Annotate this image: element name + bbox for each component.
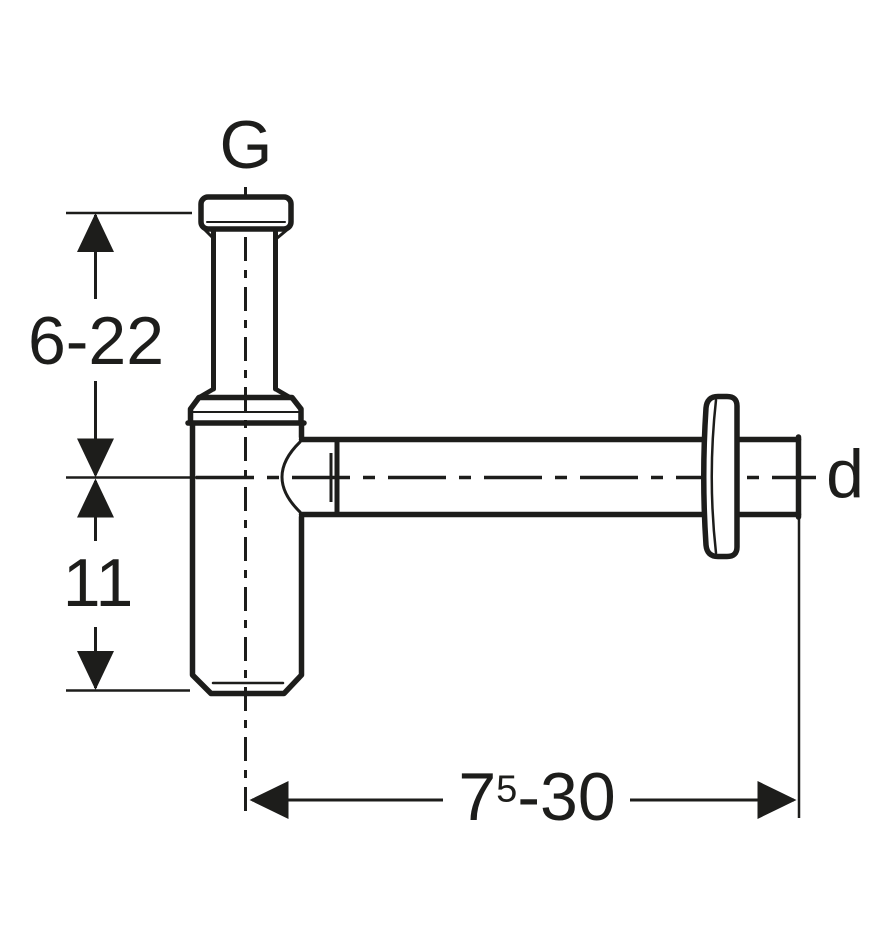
dimension-arrows xyxy=(77,213,797,819)
arrow-down-bottom xyxy=(77,651,114,690)
arrow-down-to-centerline xyxy=(77,438,114,478)
body-nut xyxy=(185,394,307,426)
dim-inlet-height-label: 6-22 xyxy=(27,303,165,379)
rosette-inner-contour xyxy=(710,398,718,555)
outlet-diameter-label: d xyxy=(826,436,864,512)
cap-outline xyxy=(198,194,294,232)
dim-outlet-length-rest: -30 xyxy=(517,759,616,835)
dim-body-depth-label: 11 xyxy=(62,545,134,621)
trap-cup xyxy=(189,420,305,697)
arrow-up-top xyxy=(77,213,114,252)
wall-rosette xyxy=(701,393,740,560)
dim-outlet-length-base: 7 xyxy=(458,759,497,835)
arrow-right xyxy=(757,781,797,819)
junction-arc xyxy=(280,440,302,514)
nut-outline xyxy=(187,394,304,426)
cup-left-bottom-outline xyxy=(189,420,305,697)
arrow-up-from-centerline xyxy=(77,478,114,518)
inlet-thread-label: G xyxy=(219,107,273,183)
dim-outlet-length-label: 75-30 xyxy=(458,763,615,831)
inlet-cap xyxy=(198,194,294,241)
trap-outline xyxy=(185,194,802,697)
dim-outlet-length-superscript: 5 xyxy=(496,768,518,811)
arrow-left xyxy=(249,781,289,819)
rosette-outline xyxy=(701,393,740,560)
